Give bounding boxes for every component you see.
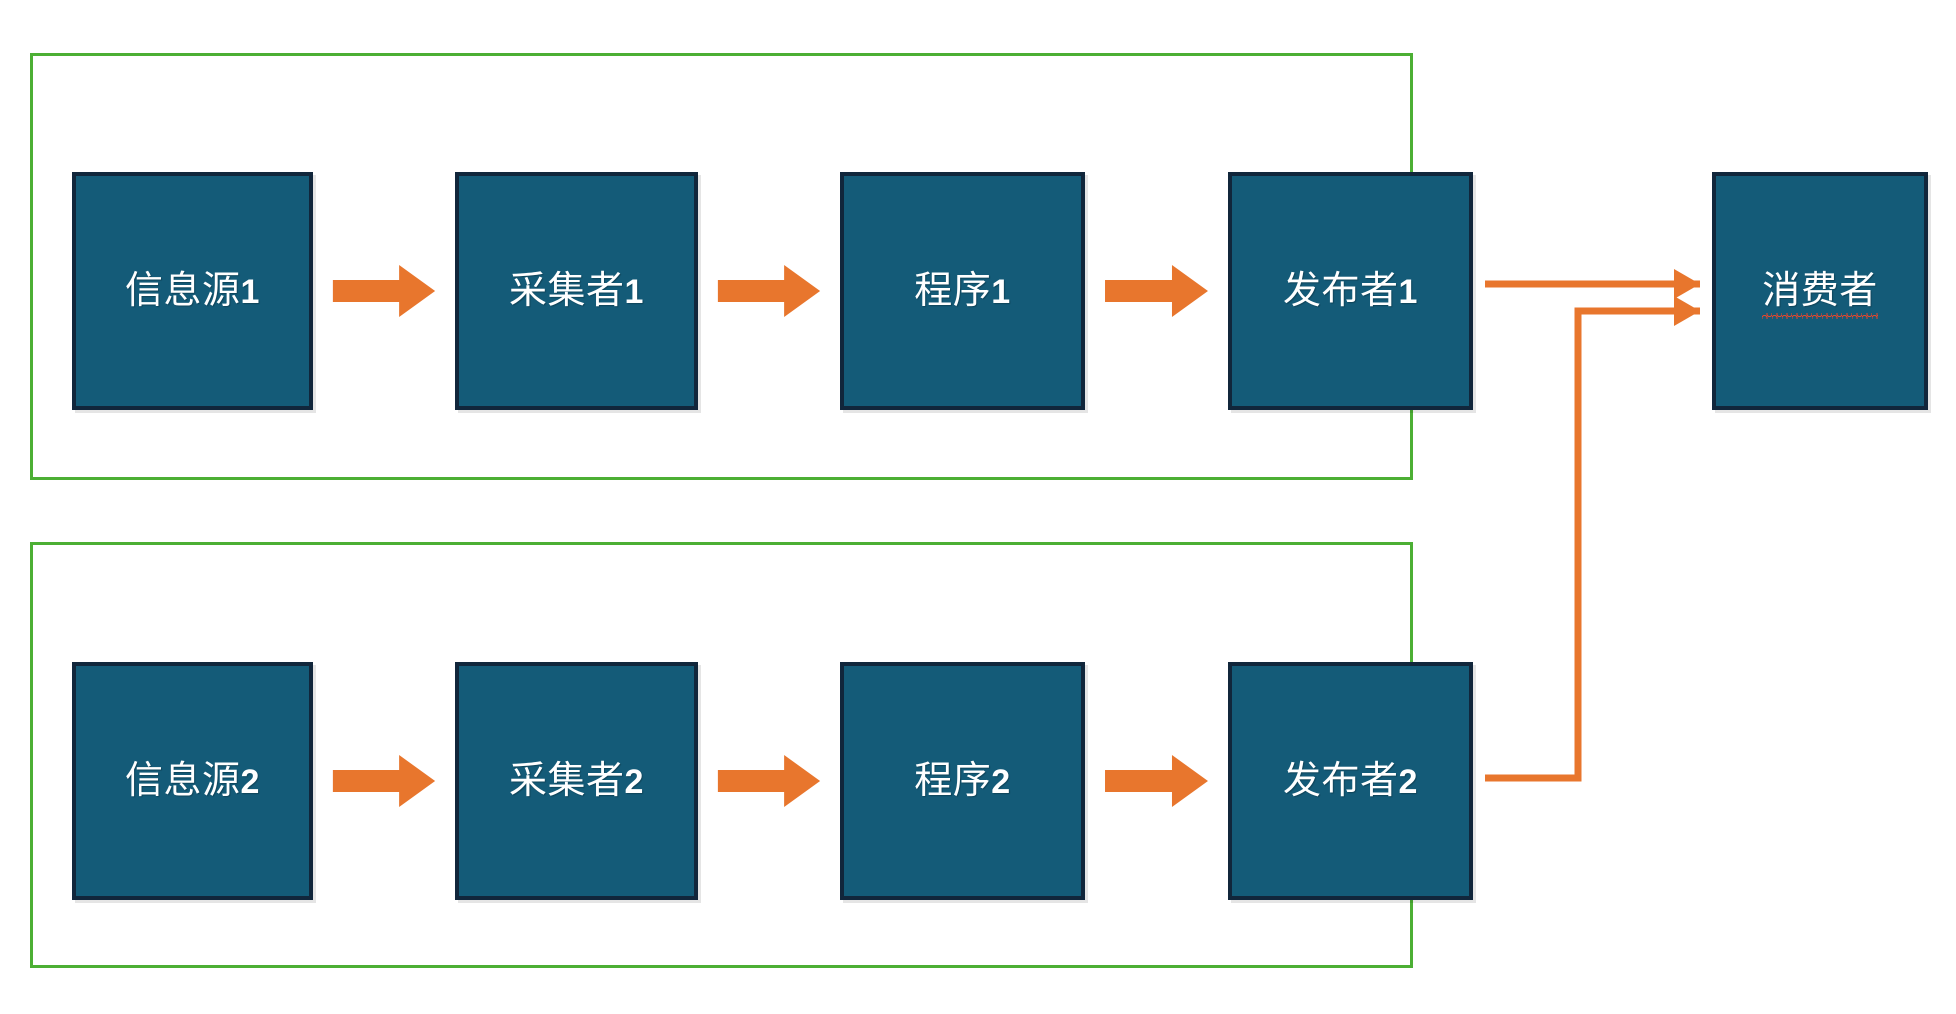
connector-publisher2-consumer-arrowhead-icon bbox=[1674, 296, 1700, 326]
node-publisher-1-label: 发布者1 bbox=[1283, 270, 1418, 312]
node-consumer[interactable]: 消费者 bbox=[1712, 172, 1928, 410]
node-program-1-label: 程序1 bbox=[914, 270, 1011, 312]
connector-publisher1-consumer-arrowhead-icon bbox=[1674, 269, 1700, 299]
node-collector-1[interactable]: 采集者1 bbox=[455, 172, 698, 410]
node-source-1-label: 信息源1 bbox=[125, 270, 260, 312]
node-consumer-label: 消费者 bbox=[1762, 272, 1878, 319]
spellcheck-underline-icon bbox=[1762, 313, 1878, 319]
node-collector-2-label: 采集者2 bbox=[509, 760, 644, 802]
node-source-2[interactable]: 信息源2 bbox=[72, 662, 313, 900]
node-publisher-2[interactable]: 发布者2 bbox=[1228, 662, 1473, 900]
node-source-1[interactable]: 信息源1 bbox=[72, 172, 313, 410]
node-program-2[interactable]: 程序2 bbox=[840, 662, 1085, 900]
node-collector-2[interactable]: 采集者2 bbox=[455, 662, 698, 900]
node-publisher-2-label: 发布者2 bbox=[1283, 760, 1418, 802]
connector-publisher1-consumer bbox=[1485, 269, 1700, 299]
node-publisher-1[interactable]: 发布者1 bbox=[1228, 172, 1473, 410]
connector-publisher2-consumer bbox=[1485, 296, 1700, 782]
node-collector-1-label: 采集者1 bbox=[509, 270, 644, 312]
node-source-2-label: 信息源2 bbox=[125, 760, 260, 802]
node-program-1[interactable]: 程序1 bbox=[840, 172, 1085, 410]
node-program-2-label: 程序2 bbox=[914, 760, 1011, 802]
